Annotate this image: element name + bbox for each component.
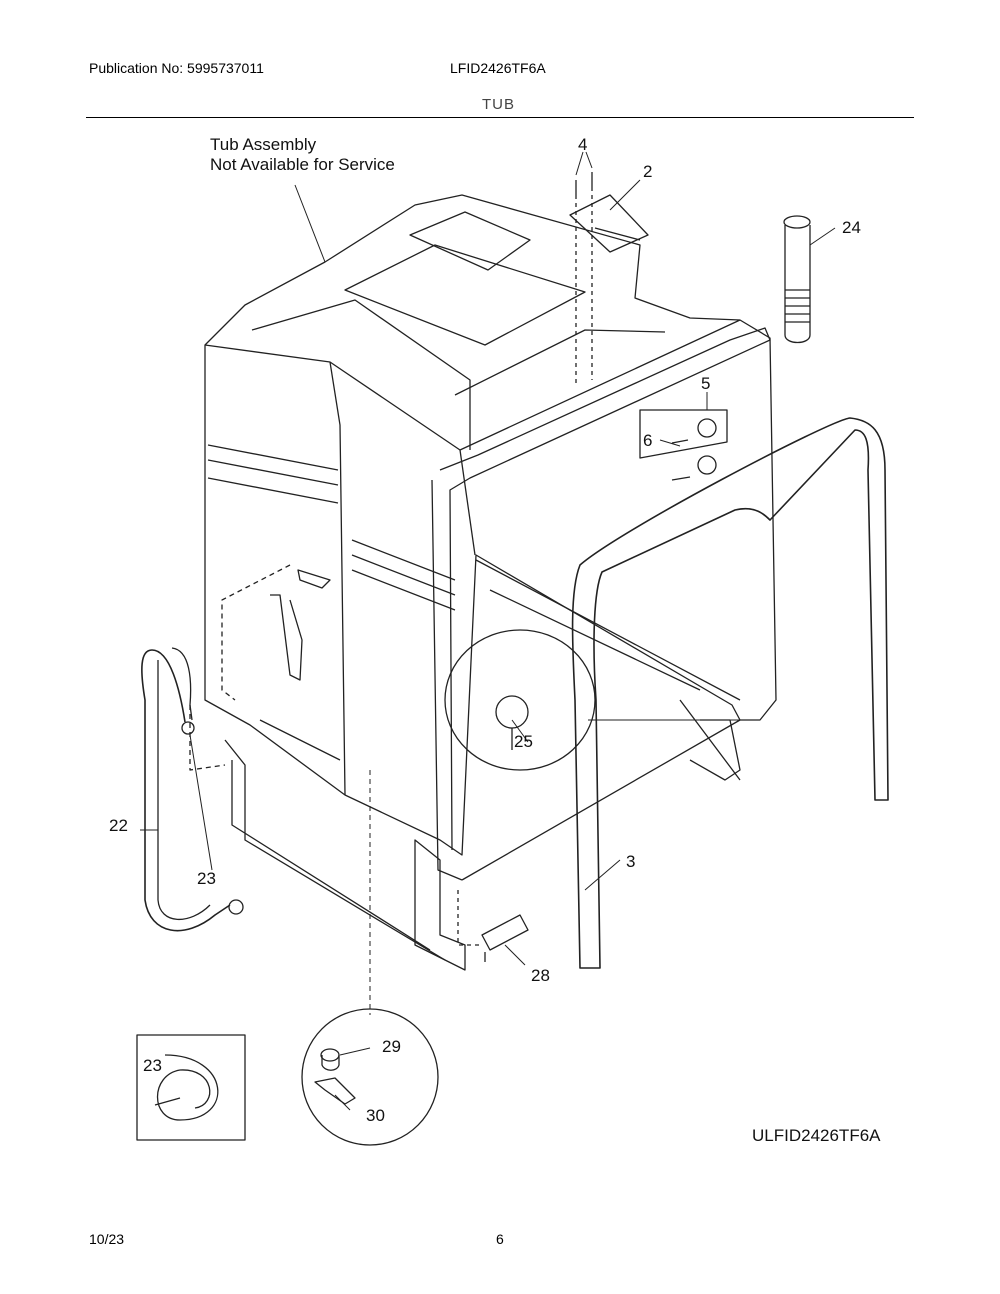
front-frame [439,327,771,851]
vent-tube-24 [784,225,811,344]
tub-assembly-note-line1: Tub Assembly [210,135,317,154]
sump-opening [444,629,596,771]
tub-top-panel [344,244,586,346]
diagram-code: ULFID2426TF6A [752,1126,881,1145]
callout-6: 6 [643,431,653,450]
footer-date: 10/23 [89,1231,125,1247]
callout-23: 23 [197,869,216,888]
page-number: 6 [496,1231,504,1247]
bracket-box-5 [639,409,728,459]
callout-28: 28 [531,966,550,985]
tub-assembly-note-line2: Not Available for Service [210,155,395,174]
callout-29: 29 [382,1037,401,1056]
tub-top-edge [204,319,741,451]
tub-floor [475,559,741,701]
callout-3: 3 [626,852,636,871]
side-vents [207,444,456,611]
switch-28 [481,914,529,962]
screws-4 [575,172,593,195]
section-title: TUB [482,96,515,113]
callout-5: 5 [701,374,711,393]
callout-30: 30 [366,1106,385,1125]
inset-box-23 [136,1034,246,1141]
model-number: LFID2426TF6A [450,60,546,76]
callout-24: 24 [842,218,861,237]
callout-25: 25 [514,732,533,751]
callout-2: 2 [643,162,653,181]
callout-4: 4 [578,135,588,154]
base-frame [224,719,446,961]
hinge-bracket-2 [569,194,649,253]
inset-circle-29-30 [301,1008,439,1146]
drain-hose-22 [141,649,231,932]
callout-22: 22 [109,816,128,835]
publication-number: Publication No: 5995737011 [89,60,264,76]
leader-lines [140,151,836,1111]
header-rule [86,117,914,118]
tub-body [204,194,777,856]
vent-dashed-box [189,564,291,771]
callout-23-inset: 23 [143,1056,162,1075]
motor-part-25 [495,695,529,729]
door-gasket-3 [571,417,889,969]
